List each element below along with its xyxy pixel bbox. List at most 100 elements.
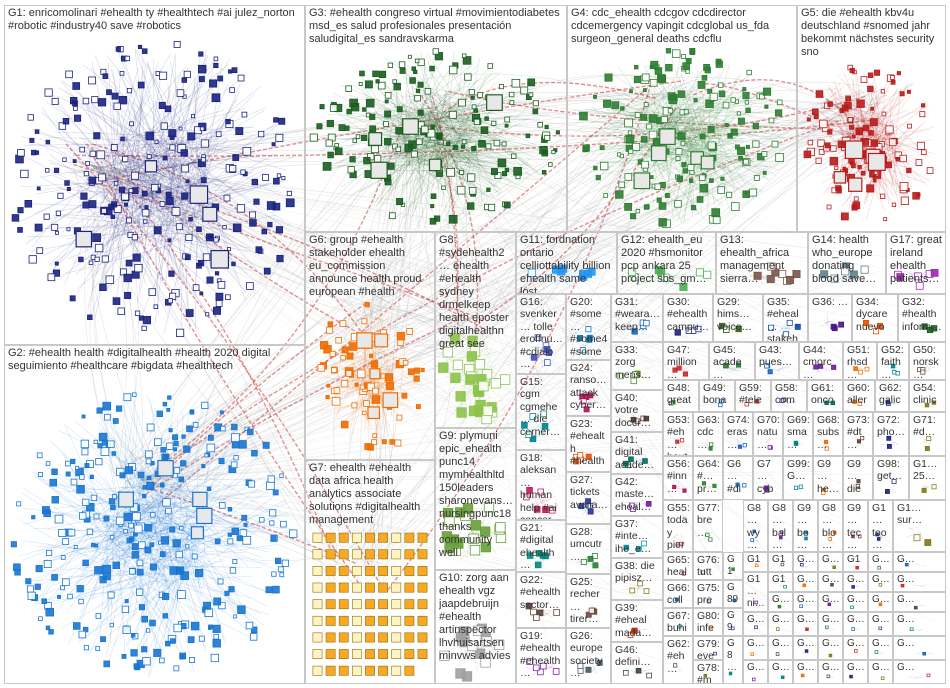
user-node <box>592 562 599 569</box>
user-node <box>107 440 115 448</box>
intra-group-edge <box>152 521 162 554</box>
intra-group-edge <box>745 267 752 277</box>
group-g1s: G… <box>768 592 793 612</box>
group-label: G… <box>897 614 943 626</box>
intra-group-edge <box>142 533 199 580</box>
intra-group-edge <box>158 184 268 211</box>
user-node <box>338 632 349 643</box>
group-g9d: G9… bo… <box>793 500 818 552</box>
intra-group-edge <box>675 130 713 162</box>
user-node <box>665 63 673 72</box>
intra-group-edge <box>114 555 188 600</box>
group-label-text: G14: health who_europe donating blood sa… <box>812 234 877 285</box>
user-node <box>857 165 862 170</box>
user-node <box>696 196 704 203</box>
intra-group-edge <box>136 517 191 640</box>
group-label: G1… <box>772 574 790 591</box>
user-node <box>88 200 97 209</box>
user-node <box>737 146 746 155</box>
intra-group-edge <box>706 77 747 125</box>
user-node <box>249 211 256 219</box>
user-node <box>36 186 41 191</box>
intra-group-edge <box>570 269 573 278</box>
intra-group-edge <box>706 486 711 491</box>
group-g1x: G… <box>893 592 946 612</box>
group-label: G77: bre… <box>697 502 720 539</box>
user-node <box>585 453 592 460</box>
group-g71: G71: #d… <box>909 412 946 456</box>
intra-group-edge <box>201 176 282 193</box>
intra-group-edge <box>409 149 512 160</box>
user-node <box>124 599 129 604</box>
group-g50: G50: norsk… <box>909 342 946 380</box>
user-node <box>744 190 749 195</box>
user-node <box>782 331 789 338</box>
intra-group-edge <box>706 439 710 444</box>
user-node <box>815 90 824 98</box>
group-label-text: G40: votre doccr… <box>615 392 652 429</box>
intra-group-edge <box>166 454 241 495</box>
user-node <box>78 598 84 605</box>
intra-group-edge <box>106 68 139 186</box>
intra-group-edge <box>89 572 161 600</box>
intra-group-edge <box>691 106 724 151</box>
user-node <box>67 593 73 600</box>
intra-group-edge <box>637 277 681 280</box>
intra-group-edge <box>179 238 183 333</box>
group-label-text: G71: #d… <box>913 414 936 439</box>
user-node <box>593 165 598 171</box>
intra-group-edge <box>411 156 456 199</box>
group-g1e: G1… <box>743 552 768 572</box>
user-node <box>365 582 375 593</box>
user-node <box>25 578 32 585</box>
group-label: G… <box>772 638 790 650</box>
user-node <box>92 233 101 243</box>
user-node <box>819 119 828 129</box>
user-node <box>856 479 861 484</box>
user-node <box>841 267 850 276</box>
intra-group-edge <box>643 100 699 136</box>
intra-group-edge <box>826 486 832 494</box>
user-node <box>384 110 392 118</box>
intra-group-edge <box>718 129 783 136</box>
user-node <box>625 135 635 144</box>
user-node <box>852 399 857 404</box>
user-node <box>420 367 425 373</box>
user-node <box>926 435 932 441</box>
intra-group-edge <box>447 642 470 653</box>
group-g1o: G… <box>818 572 843 592</box>
group-label: G11: fordnation ontario celliottability … <box>520 234 614 293</box>
user-node <box>51 97 59 105</box>
intra-group-edge <box>696 106 736 158</box>
intra-group-edge <box>540 602 546 615</box>
intra-group-edge <box>73 230 166 264</box>
user-node <box>410 150 418 158</box>
user-node <box>654 183 662 191</box>
user-node <box>396 332 405 341</box>
intra-group-edge <box>107 543 235 561</box>
user-node <box>232 154 240 161</box>
group-label-text: G17: great ireland ehealth patients… <box>890 234 942 285</box>
group-label: G7… cyb… <box>757 458 780 499</box>
user-node <box>396 106 403 113</box>
intra-group-edge <box>416 140 424 221</box>
user-node <box>45 168 50 173</box>
intra-group-edge <box>675 93 768 157</box>
user-node <box>214 538 221 545</box>
user-node <box>247 428 254 436</box>
intra-group-edge <box>204 544 278 556</box>
group-node-cluster <box>694 457 722 499</box>
intra-group-edge <box>543 503 556 508</box>
user-node <box>628 502 635 509</box>
intra-group-edge <box>92 505 117 600</box>
user-node <box>153 648 162 657</box>
intra-group-edge <box>54 131 175 137</box>
group-label-text: G22: #ehealth sector… <box>520 574 561 611</box>
intra-group-edge <box>831 89 852 145</box>
user-node <box>681 54 686 59</box>
intra-group-edge <box>42 107 140 245</box>
user-node <box>325 549 336 560</box>
user-node <box>80 439 90 449</box>
group-label-text: G15: cgm cgmehe… die cerner… <box>520 376 561 438</box>
user-node <box>317 364 326 372</box>
